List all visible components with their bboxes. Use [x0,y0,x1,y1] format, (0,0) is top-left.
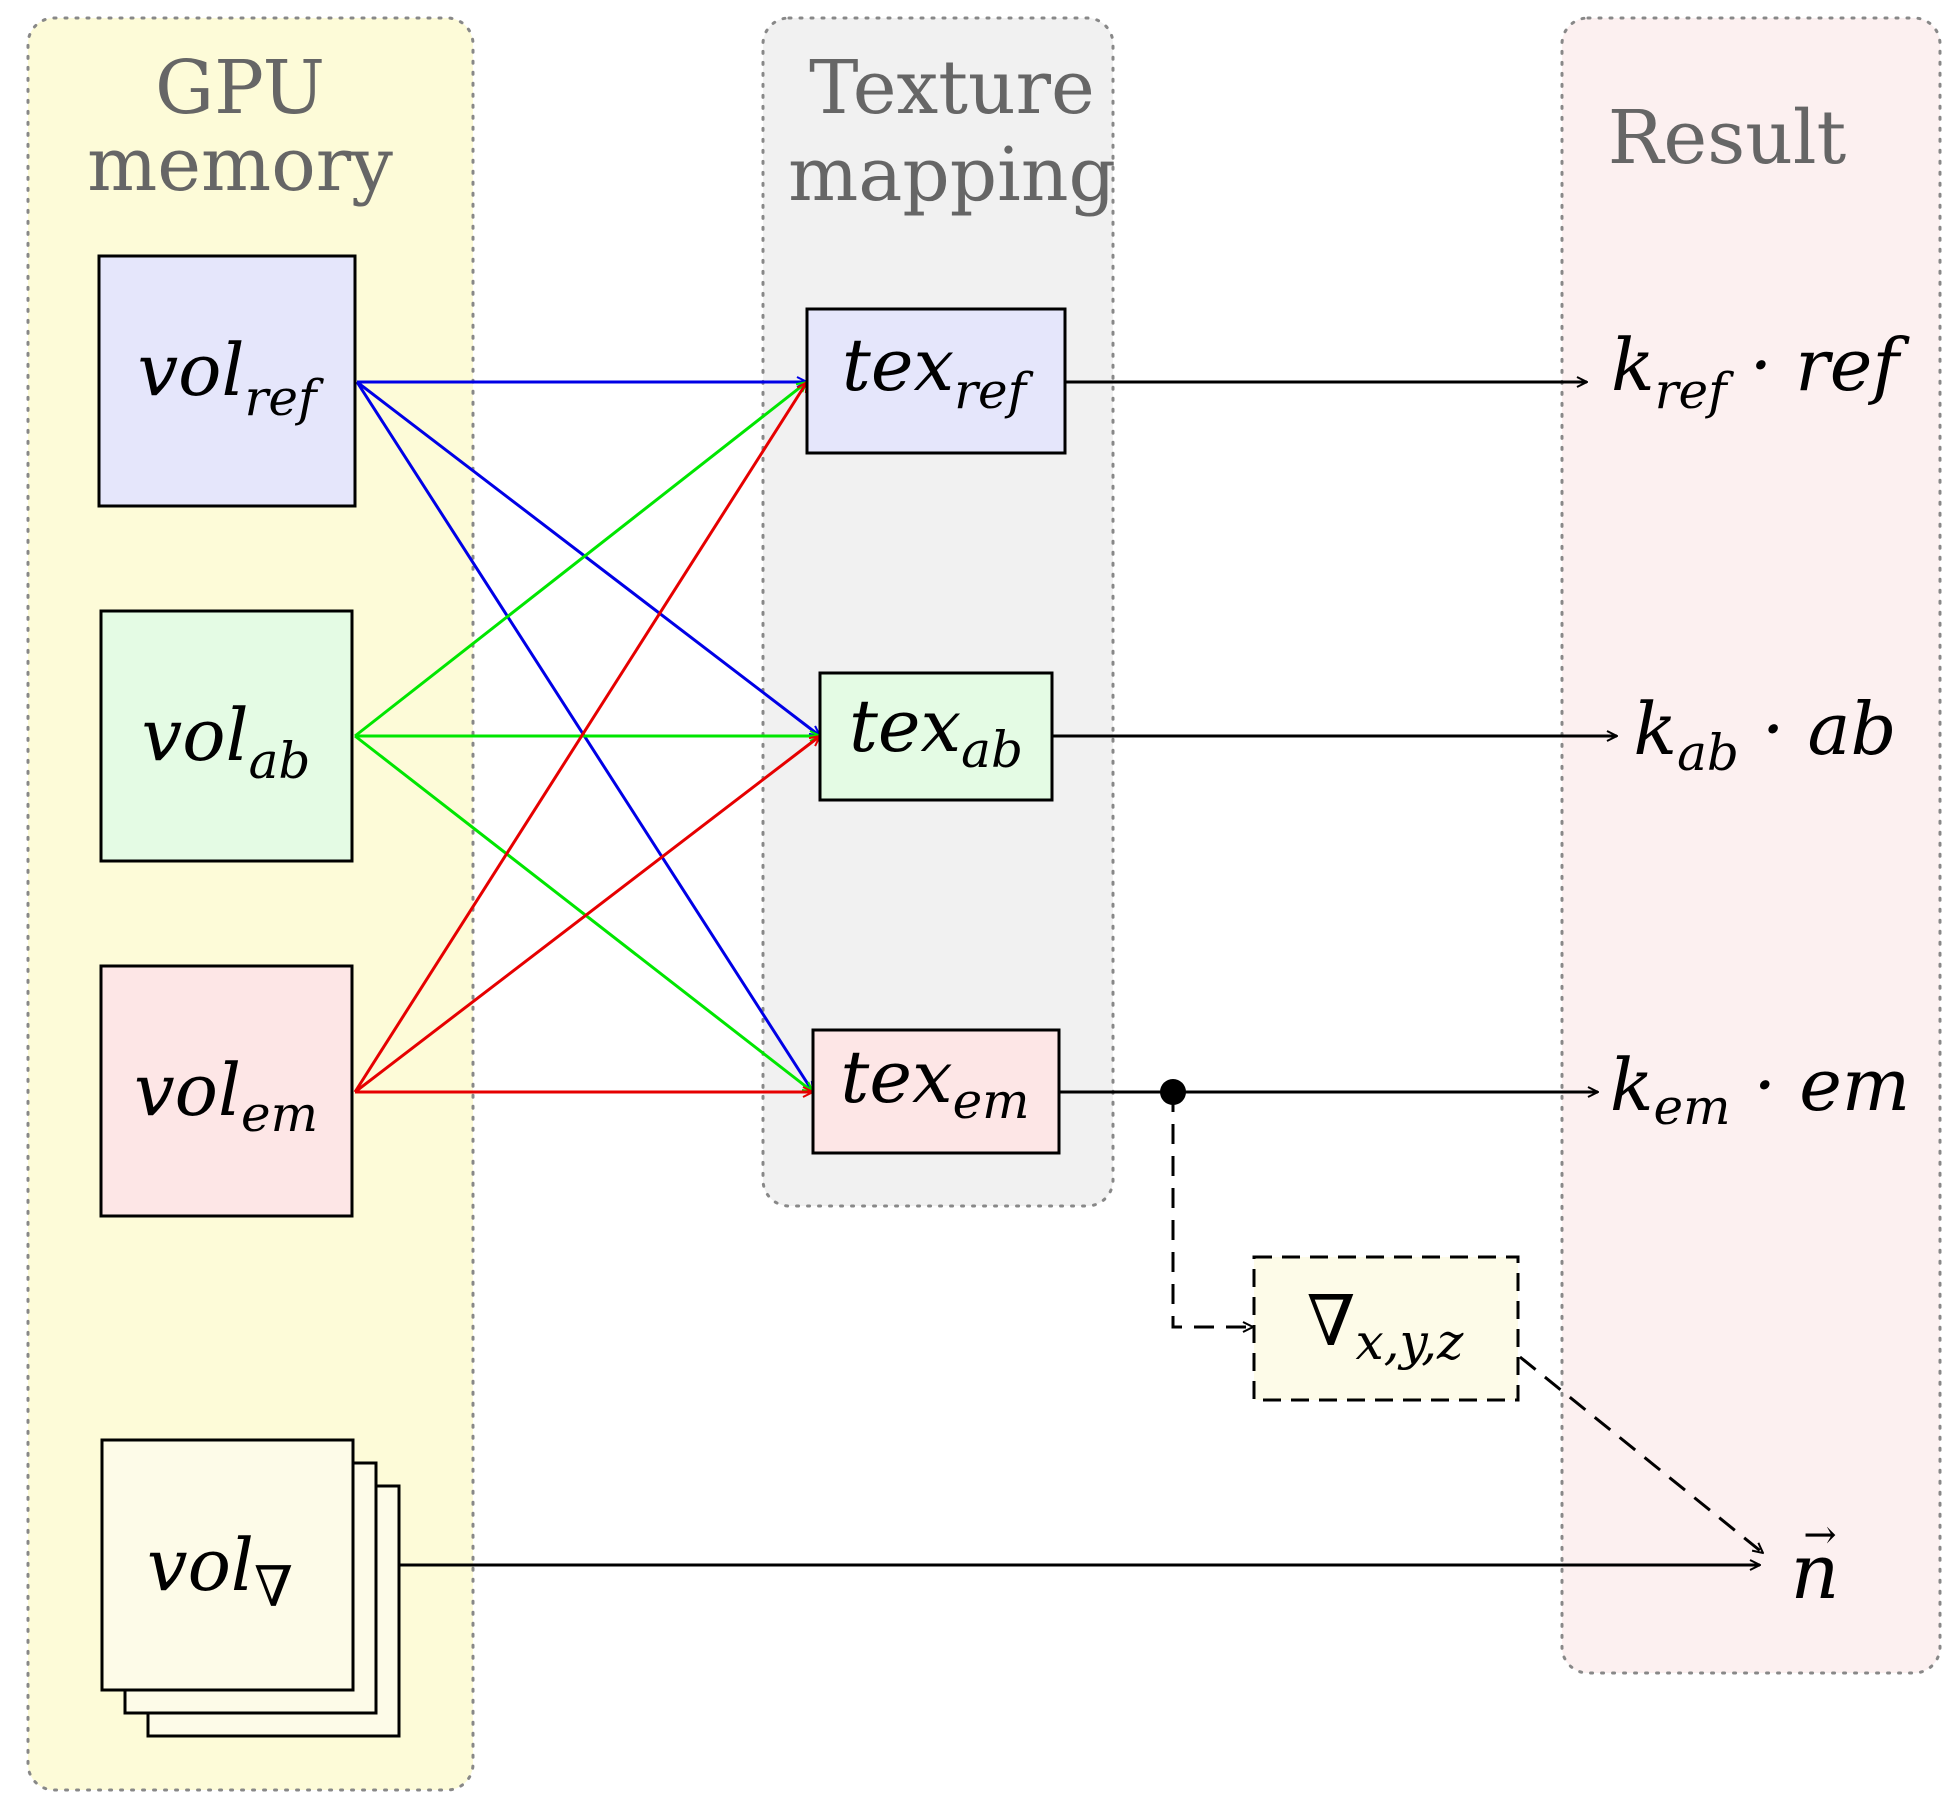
normal-vector: n → [1791,1512,1840,1616]
edge-texem-gradient [1171,1092,1253,1327]
gradient-sub: x,y,z [1355,1313,1464,1371]
result-ref-rest: · ref [1727,323,1911,407]
tex-ab-node[interactable]: texab [818,671,1054,802]
edge-volab-texref [354,382,807,738]
result-ref: kref · ref [1611,323,1910,420]
vol-ref-label: volref [137,328,324,427]
texture-mapping-title-line2: mapping [788,132,1116,218]
edges [353,380,1763,1565]
tex-ref-node[interactable]: texref [805,307,1067,455]
result-panel [1560,16,1942,1675]
edge-volab-texem [354,734,813,1092]
vol-ab-sub: ab [249,732,311,790]
vol-ref-node[interactable]: volref [97,254,357,508]
vol-em-label: volem [134,1048,318,1143]
normal-vector-symbol: n [1791,1527,1840,1616]
tex-ref-box [805,307,1067,455]
vol-grad-node[interactable]: vol∇ [100,1438,401,1738]
result-em: kem · em [1610,1043,1910,1136]
gradient-operator-node[interactable]: ∇x,y,z [1252,1255,1520,1402]
tex-em-sub: em [953,1072,1030,1130]
result-ab-rest: · ab [1739,687,1897,771]
gradient-operator-label: ∇x,y,z [1307,1280,1464,1371]
tex-ab-box [818,671,1054,802]
gpu-memory-title-line2: memory [87,122,393,208]
edge-volem-texref [353,382,809,1093]
vol-grad-sub: ∇ [254,1555,293,1620]
tex-em-box [811,1028,1061,1155]
branch-dot [1160,1079,1186,1105]
texture-mapping-title-line1: Texture [809,45,1095,131]
vol-em-sub: em [241,1085,318,1143]
vol-ab-box [99,609,354,863]
result-ab: kab · ab [1633,687,1896,782]
tex-ab-sub: ab [961,721,1023,779]
gradient-operator-box [1252,1255,1520,1402]
vol-grad-label: vol∇ [147,1523,293,1620]
result-ref-sub: ref [1655,362,1734,420]
tex-em-node[interactable]: texem [811,1028,1061,1155]
result-ab-sub: ab [1677,724,1739,782]
edge-gradient-normal [1519,1355,1763,1553]
result-title: Result [1608,95,1847,181]
vol-ab-node[interactable]: volab [99,609,354,863]
edge-volem-texab [354,736,820,1094]
gpu-memory-title-line1: GPU [155,45,325,131]
tex-ref-sub: ref [954,362,1033,420]
tex-ref-label: texref [842,323,1034,420]
vol-ref-sub: ref [245,369,324,427]
vol-ab-label: volab [142,693,311,790]
tex-em-label: texem [840,1035,1029,1130]
result-em-sub: em [1654,1078,1731,1136]
vol-em-node[interactable]: volem [99,964,354,1218]
normal-vector-arrow: → [1803,1512,1837,1558]
tex-ab-label: texab [849,684,1023,779]
vol-em-box [99,964,354,1218]
result-em-rest: · em [1731,1043,1911,1127]
nabla-symbol: ∇ [1307,1280,1356,1362]
vol-ref-box [97,254,357,508]
vol-grad-box [100,1438,355,1692]
edge-volref-texab [356,380,820,736]
